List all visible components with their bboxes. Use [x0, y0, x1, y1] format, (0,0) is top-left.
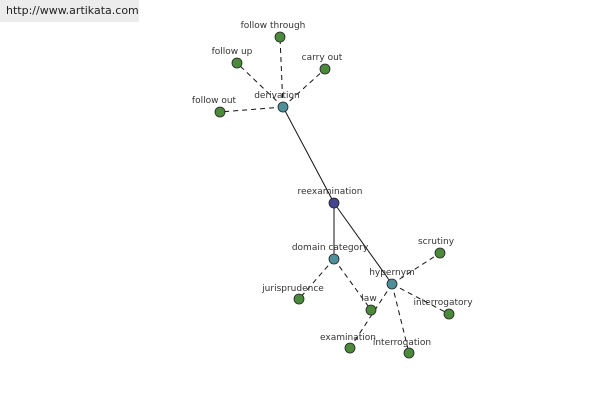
node-interrogation[interactable] — [403, 347, 415, 359]
node-label-domain-category[interactable]: domain category — [292, 243, 369, 253]
node-follow-through[interactable] — [274, 31, 286, 43]
edge-derivation-to-carry-out — [282, 68, 326, 108]
node-label-reexamination[interactable]: reexamination — [298, 187, 363, 197]
edge-derivation-to-follow-out — [219, 106, 284, 113]
node-label-follow-through[interactable]: follow through — [241, 21, 306, 31]
node-label-derivation[interactable]: derivation — [254, 91, 300, 101]
node-carry-out[interactable] — [319, 63, 331, 75]
node-label-hypernym[interactable]: hypernym — [369, 268, 415, 278]
node-law[interactable] — [365, 304, 377, 316]
node-layer — [214, 31, 455, 359]
node-label-scrutiny[interactable]: scrutiny — [418, 237, 455, 247]
site-url-watermark[interactable]: http://www.artikata.com — [0, 0, 139, 22]
node-follow-out[interactable] — [214, 106, 226, 118]
edge-derivation-to-follow-through — [279, 36, 284, 108]
node-label-carry-out[interactable]: carry out — [302, 53, 343, 63]
node-hypernym[interactable] — [386, 278, 398, 290]
node-label-law[interactable]: law — [361, 294, 376, 304]
edge-hypernym-to-examination — [349, 283, 393, 349]
edge-hypernym-to-interrogatory — [391, 283, 450, 315]
edge-reexamination-to-hypernym — [333, 202, 393, 285]
node-label-examination[interactable]: examination — [320, 333, 376, 343]
edge-hypernym-to-scrutiny — [391, 252, 441, 285]
edge-domain-category-to-law — [333, 258, 372, 311]
node-label-jurisprudence[interactable]: jurisprudence — [261, 284, 324, 294]
node-interrogatory[interactable] — [443, 308, 455, 320]
node-jurisprudence[interactable] — [293, 293, 305, 305]
node-scrutiny[interactable] — [434, 247, 446, 259]
node-follow-up[interactable] — [231, 57, 243, 69]
node-derivation[interactable] — [277, 101, 289, 113]
edge-layer — [219, 36, 450, 354]
edge-derivation-to-follow-up — [236, 62, 284, 108]
node-examination[interactable] — [344, 342, 356, 354]
node-label-follow-up[interactable]: follow up — [212, 47, 253, 57]
node-domain-category[interactable] — [328, 253, 340, 265]
edge-hypernym-to-interrogation — [391, 283, 410, 354]
node-label-follow-out[interactable]: follow out — [192, 96, 237, 106]
node-label-interrogation[interactable]: interrogation — [373, 338, 431, 348]
node-reexamination[interactable] — [328, 197, 340, 209]
edge-reexamination-to-derivation — [282, 106, 335, 204]
node-label-interrogatory[interactable]: interrogatory — [413, 298, 473, 308]
label-layer: reexamination derivation domain category hy… — [192, 21, 473, 348]
